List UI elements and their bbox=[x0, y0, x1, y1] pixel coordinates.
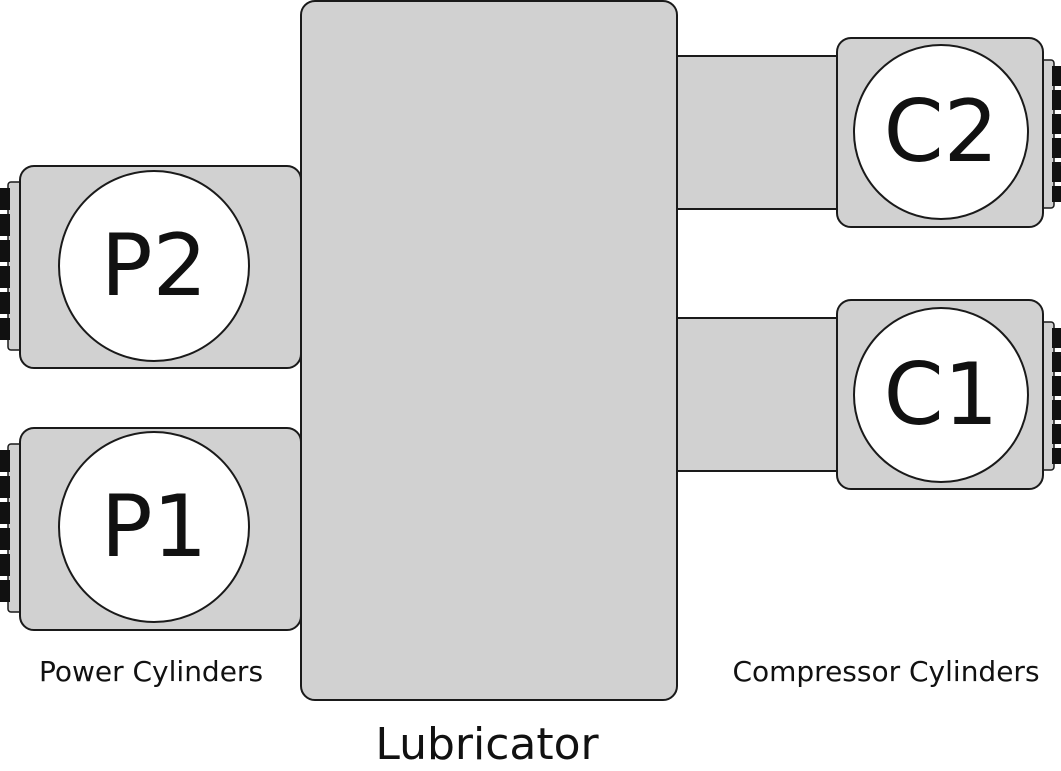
fitting-strip-icon bbox=[0, 450, 10, 602]
power-cylinder-p1: P1 bbox=[0, 427, 302, 631]
compressor-cylinder-c1: C1 bbox=[836, 299, 1061, 490]
lubricator-block bbox=[300, 0, 678, 701]
cylinder-dial bbox=[58, 431, 250, 623]
connector-c1 bbox=[676, 317, 840, 472]
fitting-strip-icon bbox=[1052, 328, 1061, 464]
compressor-cylinders-caption: Compressor Cylinders bbox=[732, 655, 1039, 688]
fitting-strip-icon bbox=[1052, 66, 1061, 202]
cylinder-label: C2 bbox=[884, 82, 999, 182]
cylinder-dial bbox=[853, 44, 1029, 220]
cylinder-label: P1 bbox=[101, 477, 208, 577]
compressor-cylinder-c2: C2 bbox=[836, 37, 1061, 228]
cylinder-label: P2 bbox=[101, 216, 208, 316]
fitting-strip-icon bbox=[0, 188, 10, 340]
cylinder-label: C1 bbox=[884, 345, 999, 445]
power-cylinder-p2: P2 bbox=[0, 165, 302, 369]
lubricator-caption: Lubricator bbox=[375, 719, 599, 770]
connector-c2 bbox=[676, 55, 840, 210]
power-cylinders-caption: Power Cylinders bbox=[39, 655, 263, 688]
cylinder-dial bbox=[853, 307, 1029, 483]
cylinder-dial bbox=[58, 170, 250, 362]
